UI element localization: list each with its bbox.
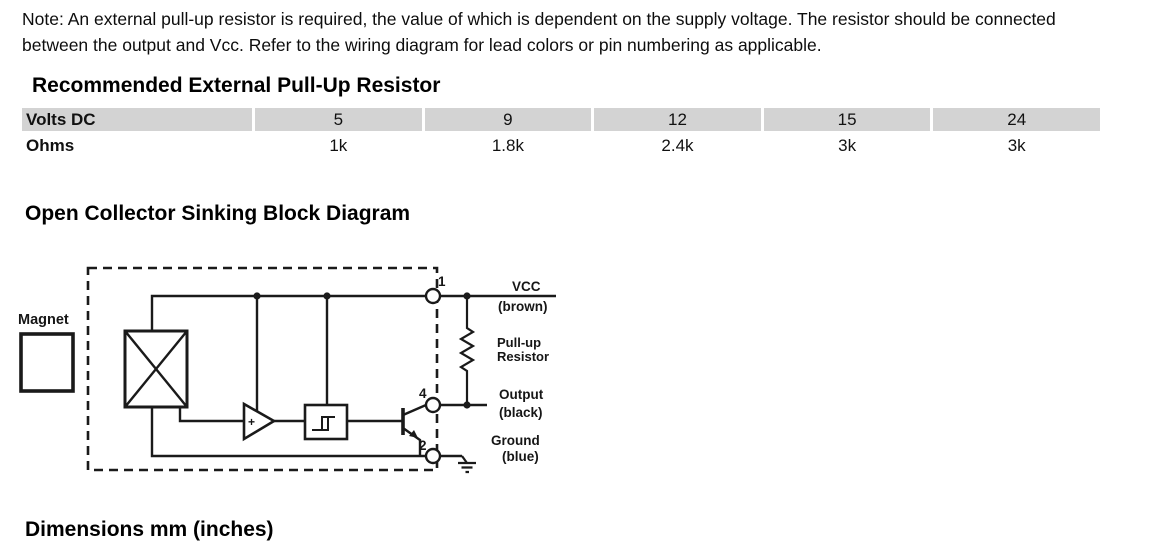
emitter-arrow xyxy=(409,430,418,438)
note-text: Note: An external pull-up resistor is re… xyxy=(22,9,1056,55)
ground-symbol xyxy=(458,455,476,474)
block-diagram: Magnet 1 4 2 + VCC (brown) Pull-up Resis… xyxy=(18,266,556,474)
hysteresis-icon xyxy=(312,416,335,431)
ohms-row-label: Ohms xyxy=(26,136,75,155)
ground-wire-color-label: (blue) xyxy=(502,449,539,464)
pullup-resistor-table: Volts DC 5 9 12 15 24 Ohms 1k 1.8k 2.4k … xyxy=(22,108,1100,161)
volts-dc-header: Volts DC xyxy=(22,108,252,131)
hall-x-diagonal xyxy=(124,330,188,408)
volts-value: 15 xyxy=(763,108,931,131)
amp-plus-sign: + xyxy=(248,415,255,429)
vcc-label: VCC xyxy=(512,279,541,294)
pin-2-terminal xyxy=(424,447,442,465)
hall-output-wire xyxy=(178,407,244,423)
pin-4-number: 4 xyxy=(419,386,427,401)
volts-value: 12 xyxy=(594,108,761,131)
transistor-emitter xyxy=(402,427,422,456)
output-label: Output xyxy=(499,387,544,402)
block-diagram-title: Open Collector Sinking Block Diagram xyxy=(25,202,411,225)
table-ohms-row: Ohms 1k 1.8k 2.4k 3k 3k xyxy=(22,131,1100,161)
ohms-value: 1.8k xyxy=(491,136,524,155)
schmitt-trigger-box xyxy=(303,403,349,441)
junction-dot xyxy=(463,401,471,409)
transistor-collector xyxy=(402,403,427,417)
ohms-value: 3k xyxy=(838,136,857,155)
pin-1-number: 1 xyxy=(438,274,446,289)
pullup-table-title: Recommended External Pull-Up Resistor xyxy=(32,74,441,97)
sensor-boundary-dashed-box xyxy=(86,266,439,472)
pin-1-terminal xyxy=(424,287,442,305)
junction-dot xyxy=(323,292,331,300)
ground-rail xyxy=(150,407,426,458)
magnet-label: Magnet xyxy=(18,312,69,328)
pullup-label-line2: Resistor xyxy=(497,349,549,364)
ohms-value: 1k xyxy=(329,136,348,155)
amplifier-triangle xyxy=(242,401,277,442)
pullup-label-line1: Pull-up xyxy=(497,335,541,350)
pin-2-number: 2 xyxy=(419,438,427,453)
vcc-wire-color-label: (brown) xyxy=(498,299,548,314)
pullup-resistor-symbol xyxy=(458,296,476,405)
hall-element-box xyxy=(123,329,189,409)
magnet-box xyxy=(19,332,75,393)
volts-value: 24 xyxy=(933,108,1100,131)
ground-label: Ground xyxy=(491,433,540,448)
volts-value: 9 xyxy=(424,108,592,131)
ohms-value: 2.4k xyxy=(661,136,694,155)
ohms-value: 3k xyxy=(1007,136,1026,155)
dimensions-title: Dimensions mm (inches) xyxy=(25,518,274,541)
volts-value: 5 xyxy=(255,108,422,131)
junction-dot xyxy=(253,292,261,300)
pin-4-terminal xyxy=(424,396,442,414)
vcc-rail xyxy=(150,294,426,331)
table-header-row: Volts DC 5 9 12 15 24 xyxy=(22,108,1100,131)
junction-dot xyxy=(463,292,471,300)
output-wire-color-label: (black) xyxy=(499,405,543,420)
